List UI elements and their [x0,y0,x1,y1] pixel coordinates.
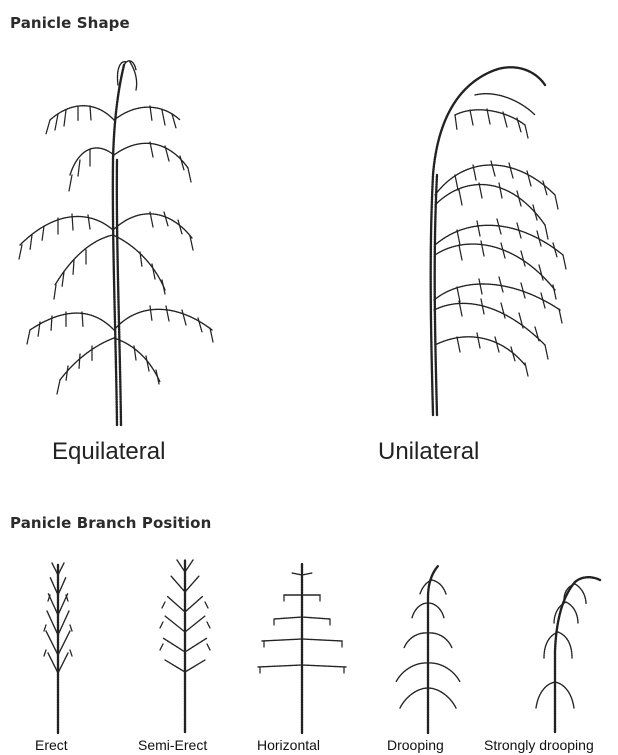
horizontal-panicle-illustration [256,555,351,735]
drooping-panicle-illustration [388,558,468,735]
strongly-drooping-panicle-illustration [520,572,610,735]
semi-erect-label: Semi-Erect [138,737,207,753]
unilateral-panicle-illustration [395,55,595,425]
strongly-drooping-label: Strongly drooping [484,737,594,753]
panicle-shape-heading: Panicle Shape [10,14,130,32]
equilateral-panicle-illustration [0,40,240,440]
equilateral-label: Equilateral [52,438,165,466]
erect-panicle-illustration [28,555,88,735]
erect-label: Erect [35,737,68,753]
horizontal-label: Horizontal [257,737,320,753]
unilateral-label: Unilateral [378,438,479,466]
drooping-label: Drooping [387,737,444,753]
panicle-branch-position-heading: Panicle Branch Position [10,514,211,532]
semi-erect-panicle-illustration [150,552,220,735]
